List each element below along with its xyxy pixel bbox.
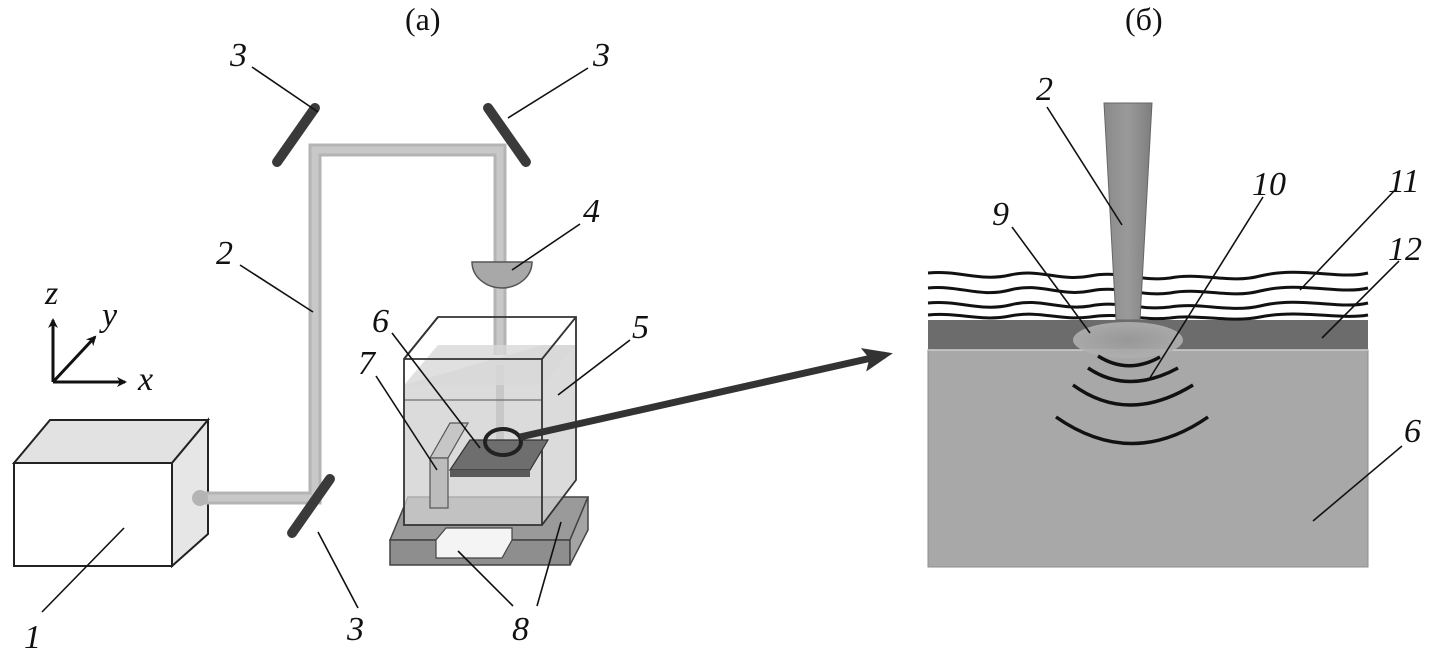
laser-beam-cone	[1103, 102, 1153, 321]
leader-8-left	[457, 550, 514, 607]
label-sample-a: 6	[372, 303, 389, 340]
label-lens: 4	[583, 193, 600, 230]
leader-4	[511, 223, 581, 271]
panel-a-title: (a)	[405, 1, 441, 37]
label-laser: 1	[24, 619, 41, 656]
label-mirror-top-left: 3	[229, 37, 247, 74]
leader-2	[239, 264, 314, 313]
label-beam-a: 2	[216, 235, 233, 272]
leader-3-top-right	[507, 67, 589, 119]
leader-9	[1011, 226, 1091, 334]
panel-b-title: (б)	[1125, 1, 1163, 37]
leader-11	[1299, 189, 1396, 291]
label-shock-waves: 10	[1252, 166, 1286, 203]
label-mirror-top-right: 3	[592, 37, 610, 74]
label-cell: 5	[632, 309, 649, 346]
melt-zone	[1073, 322, 1183, 358]
mirror-bottom	[287, 473, 335, 539]
leader-10	[1147, 196, 1264, 382]
leader-12	[1321, 260, 1400, 339]
laser-source	[11, 417, 211, 569]
sample-holder	[428, 422, 470, 509]
leader-6-b	[1312, 445, 1403, 522]
y-axis-arrow	[51, 335, 97, 384]
leader-1	[41, 527, 125, 613]
leader-3-top-left	[251, 66, 319, 113]
shock-waves	[1054, 354, 1210, 446]
coordinate-axes: z y x	[44, 275, 153, 398]
label-mirror-bottom: 3	[346, 611, 364, 648]
liquid-waves	[927, 270, 1369, 321]
leader-5	[557, 339, 631, 396]
leader-2-b	[1046, 106, 1123, 226]
mirror-top-left	[272, 102, 320, 168]
substrate-block	[927, 349, 1369, 568]
label-sample-b: 6	[1404, 413, 1421, 450]
focus-spot-ring	[483, 427, 523, 457]
y-axis-label: y	[99, 297, 118, 334]
focusing-lens	[471, 261, 533, 289]
mirror-top-right	[483, 102, 531, 168]
label-liquid: 11	[1388, 163, 1419, 200]
z-axis-label: z	[44, 275, 58, 312]
leader-6-a	[391, 332, 481, 449]
label-melt-zone: 9	[992, 196, 1009, 233]
label-holder: 7	[358, 345, 377, 382]
zoom-arrow	[519, 348, 893, 441]
leader-8-right	[536, 521, 562, 607]
leader-3-bottom	[317, 531, 359, 609]
x-axis-label: x	[137, 361, 153, 398]
label-stage: 8	[512, 611, 529, 648]
label-beam-b: 2	[1036, 71, 1053, 108]
label-layer: 12	[1388, 231, 1422, 268]
leader-7	[375, 375, 438, 471]
